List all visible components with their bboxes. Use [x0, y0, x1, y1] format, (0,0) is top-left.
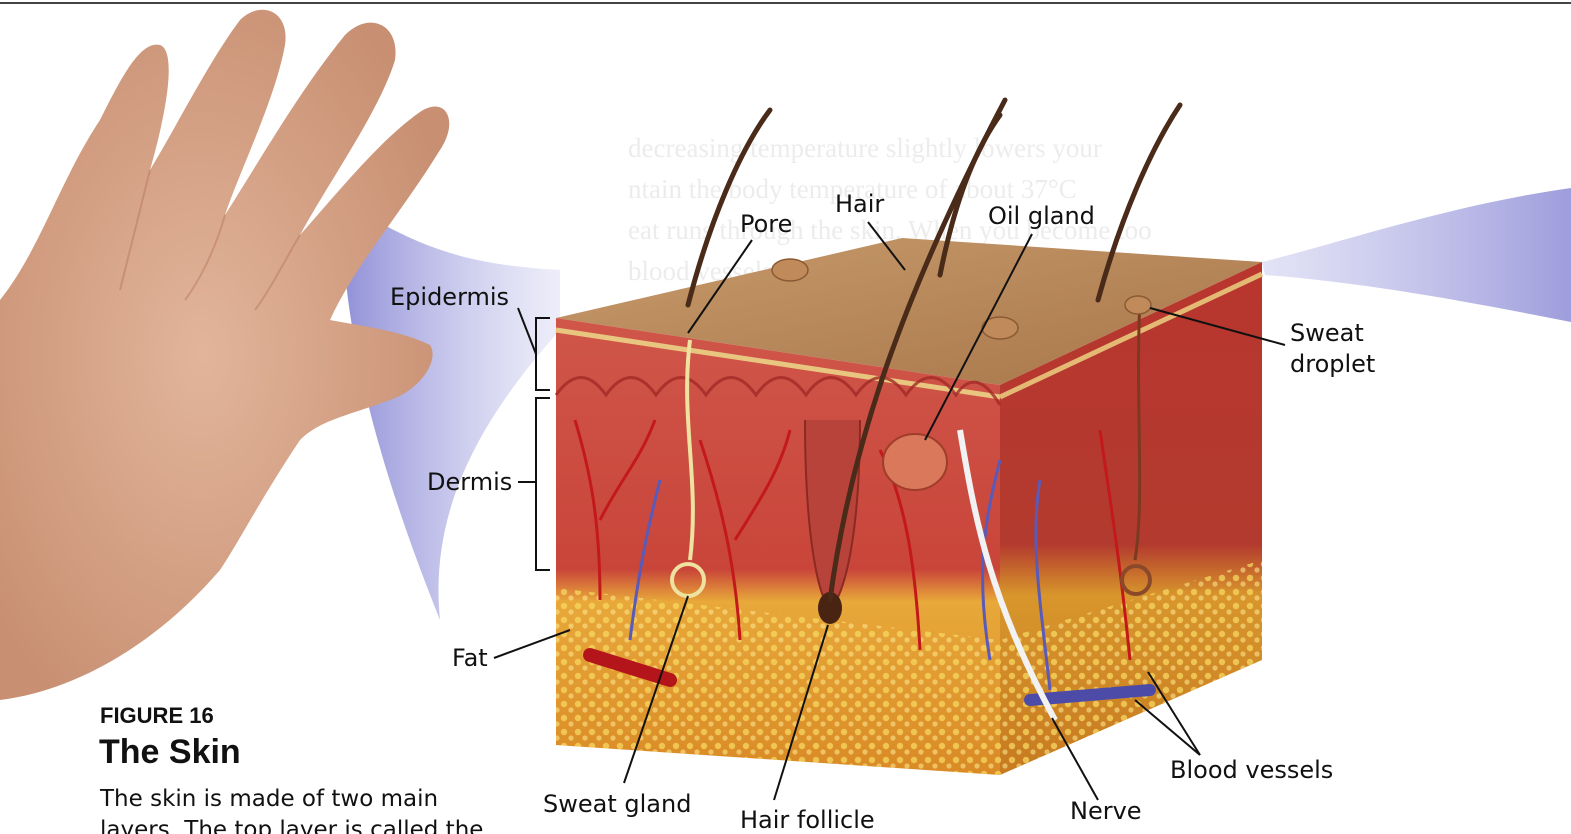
label-pore: Pore [740, 210, 792, 238]
label-sweat-droplet: Sweat droplet [1290, 318, 1375, 380]
label-nerve: Nerve [1070, 797, 1142, 825]
figure-title: The Skin [99, 733, 241, 772]
label-blood-vessels: Blood vessels [1170, 756, 1333, 784]
label-dermis: Dermis [427, 468, 512, 496]
label-hair: Hair [835, 190, 884, 218]
label-sweat-gland: Sweat gland [543, 790, 691, 818]
label-fat: Fat [452, 644, 488, 672]
figure-number: FIGURE 16 [100, 703, 214, 729]
hand-illustration [0, 10, 449, 700]
label-hair-follicle: Hair follicle [740, 806, 875, 834]
label-oil-gland: Oil gland [988, 202, 1095, 230]
skin-block [556, 238, 1262, 775]
magnifier-beam-left [342, 200, 560, 620]
magnifier-beam-right [1262, 188, 1571, 322]
dermis-bracket [518, 398, 550, 570]
label-epidermis: Epidermis [390, 283, 509, 311]
figure-caption: The skin is made of two main layers. The… [100, 784, 520, 834]
